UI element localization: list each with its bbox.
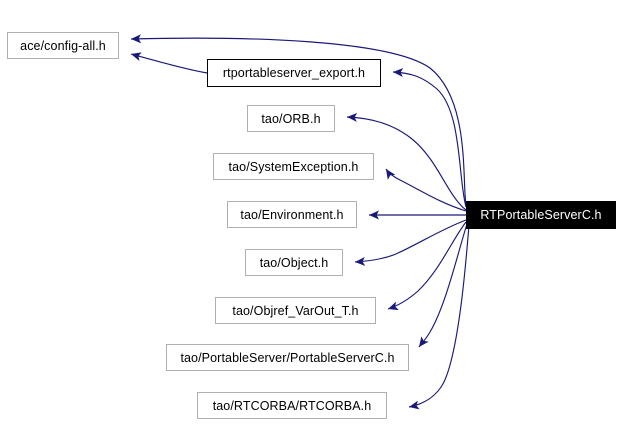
node-tao-orb[interactable]: tao/ORB.h bbox=[247, 105, 335, 132]
edge-rtportableserverc-to-ace-config-all bbox=[130, 34, 467, 206]
node-rtportableserverc[interactable]: RTPortableServerC.h bbox=[466, 201, 616, 229]
node-label: ace/config-all.h bbox=[20, 38, 106, 53]
node-label: tao/Objref_VarOut_T.h bbox=[232, 303, 359, 318]
node-tao-environment[interactable]: tao/Environment.h bbox=[227, 201, 357, 228]
node-label: rtportableserver_export.h bbox=[222, 66, 366, 80]
edge-rtportableserver-export-to-ace-config-all bbox=[130, 52, 208, 74]
node-tao-systemexception[interactable]: tao/SystemException.h bbox=[213, 153, 374, 180]
edge-rtportableserverc-to-tao-orb bbox=[346, 112, 467, 211]
node-label: tao/SystemException.h bbox=[228, 159, 359, 174]
node-label: tao/Object.h bbox=[259, 255, 329, 270]
node-tao-rtcorba-rtcorba[interactable]: tao/RTCORBA/RTCORBA.h bbox=[197, 392, 387, 419]
node-tao-object[interactable]: tao/Object.h bbox=[245, 249, 343, 276]
edge-rtportableserverc-to-tao-objref-varout bbox=[387, 221, 467, 311]
edge-rtportableserverc-to-rtportableserver-export bbox=[392, 68, 467, 208]
node-label: RTPortableServerC.h bbox=[480, 208, 602, 222]
node-label: tao/RTCORBA/RTCORBA.h bbox=[212, 398, 372, 413]
edge-rtportableserverc-to-tao-systemexception bbox=[385, 168, 467, 212]
node-rtportableserver-export[interactable]: rtportableserver_export.h bbox=[207, 59, 381, 87]
edge-rtportableserverc-to-tao-object bbox=[354, 219, 467, 266]
node-ace-config-all[interactable]: ace/config-all.h bbox=[7, 32, 119, 59]
edge-rtportableserverc-to-tao-rtcorba-rtcorba bbox=[408, 224, 470, 410]
node-label: tao/Environment.h bbox=[240, 207, 344, 222]
node-label: tao/PortableServer/PortableServerC.h bbox=[180, 350, 395, 365]
edge-rtportableserverc-to-tao-portableserver-portableserverc bbox=[418, 223, 468, 348]
node-tao-objref-varout[interactable]: tao/Objref_VarOut_T.h bbox=[215, 297, 376, 324]
node-tao-portableserver-portableserverc[interactable]: tao/PortableServer/PortableServerC.h bbox=[166, 344, 409, 371]
node-label: tao/ORB.h bbox=[261, 111, 321, 126]
